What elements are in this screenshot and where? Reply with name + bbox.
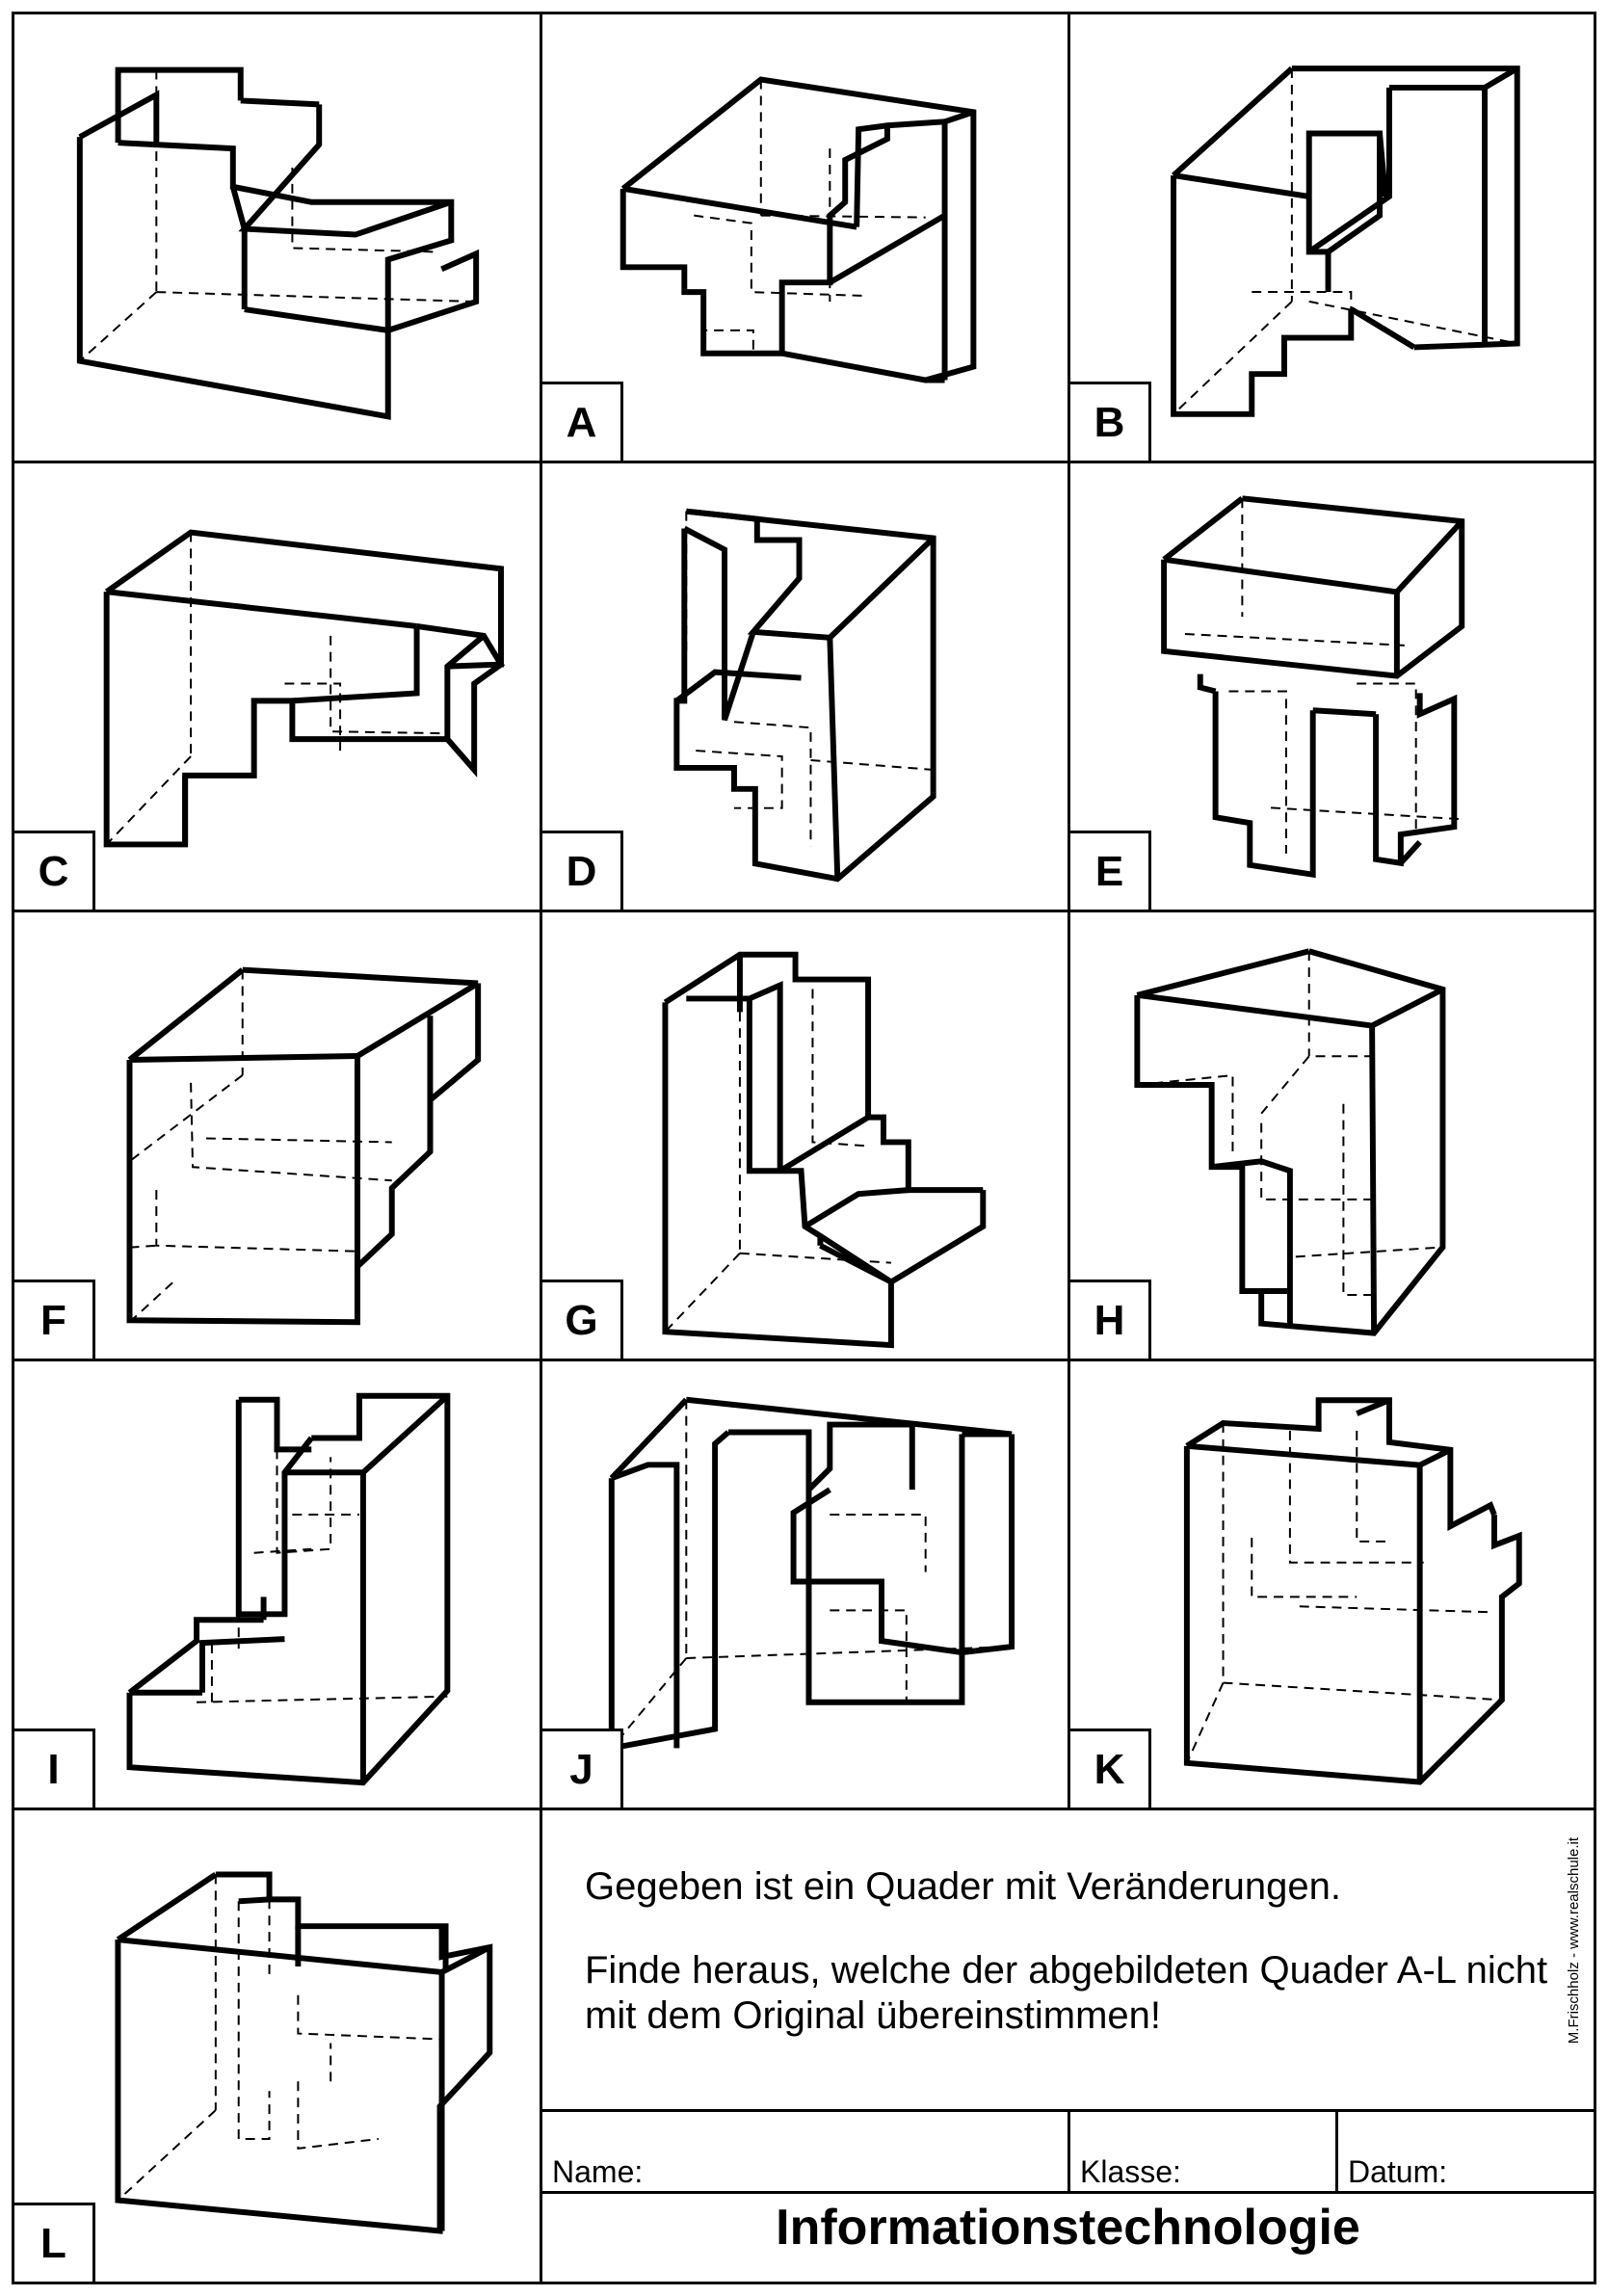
task-panel: Gegeben ist ein Quader mit Veränderungen…: [542, 1810, 1594, 2282]
cell-label: B: [1070, 382, 1151, 461]
cuboid-figure-k: [1183, 1397, 1522, 1785]
cell-label: I: [14, 1729, 95, 1808]
cell-label: A: [542, 382, 623, 461]
cell-f: F: [14, 912, 542, 1361]
date-field[interactable]: Datum:: [1348, 2154, 1448, 2189]
cell-original: [14, 14, 542, 463]
name-field[interactable]: Name:: [542, 2112, 1070, 2191]
cuboid-figure-b: [1171, 66, 1520, 417]
cuboid-figure-l: [115, 1871, 493, 2234]
cell-b: B: [1070, 14, 1594, 463]
cell-label: J: [542, 1729, 623, 1808]
author-credit: M.Frischholz - www.realschule.it: [1566, 1837, 1582, 2045]
cell-c: C: [14, 463, 542, 912]
cell-g: G: [542, 912, 1070, 1361]
cell-a: A: [542, 14, 1070, 463]
cuboid-figure-j: [608, 1396, 1015, 1752]
cell-label: G: [542, 1280, 623, 1359]
cuboid-figure-i: [126, 1392, 451, 1786]
cell-i: I: [14, 1361, 542, 1810]
cuboid-figure-d: [673, 508, 936, 883]
cell-label: D: [542, 831, 623, 910]
student-fields: Name: Klasse: Datum:: [542, 2109, 1594, 2194]
cell-h: H: [1070, 912, 1594, 1361]
cuboid-figure-f: [126, 966, 482, 1326]
cell-e: E: [1070, 463, 1594, 912]
cuboid-figure-e: [1161, 495, 1465, 879]
cuboid-figure-c: [103, 529, 505, 848]
cell-label: E: [1070, 831, 1151, 910]
class-field[interactable]: Klasse:: [1070, 2112, 1338, 2191]
cell-label: L: [14, 2203, 95, 2282]
cell-label: H: [1070, 1280, 1151, 1359]
cell-l: L: [14, 1810, 542, 2282]
cell-j: J: [542, 1361, 1070, 1810]
cuboid-figure-g: [662, 951, 987, 1349]
original-cuboid-figure: [76, 66, 480, 420]
cell-label: F: [14, 1280, 95, 1359]
subject-title: Informationstechnologie: [776, 2200, 1360, 2256]
cell-label: C: [14, 831, 95, 910]
task-line-1: Gegeben ist ein Quader mit Veränderungen…: [585, 1865, 1341, 1908]
cell-k: K: [1070, 1361, 1594, 1810]
cell-d: D: [542, 463, 1070, 912]
task-text: Gegeben ist ein Quader mit Veränderungen…: [585, 1864, 1548, 2077]
cell-label: K: [1070, 1729, 1151, 1808]
worksheet: A B: [12, 12, 1596, 2284]
cuboid-figure-a: [619, 76, 977, 383]
figure-grid: A B: [14, 14, 1594, 2282]
task-line-2: Finde heraus, welche der abgebildeten Qu…: [585, 1949, 1548, 2037]
cuboid-figure-h: [1134, 948, 1446, 1336]
